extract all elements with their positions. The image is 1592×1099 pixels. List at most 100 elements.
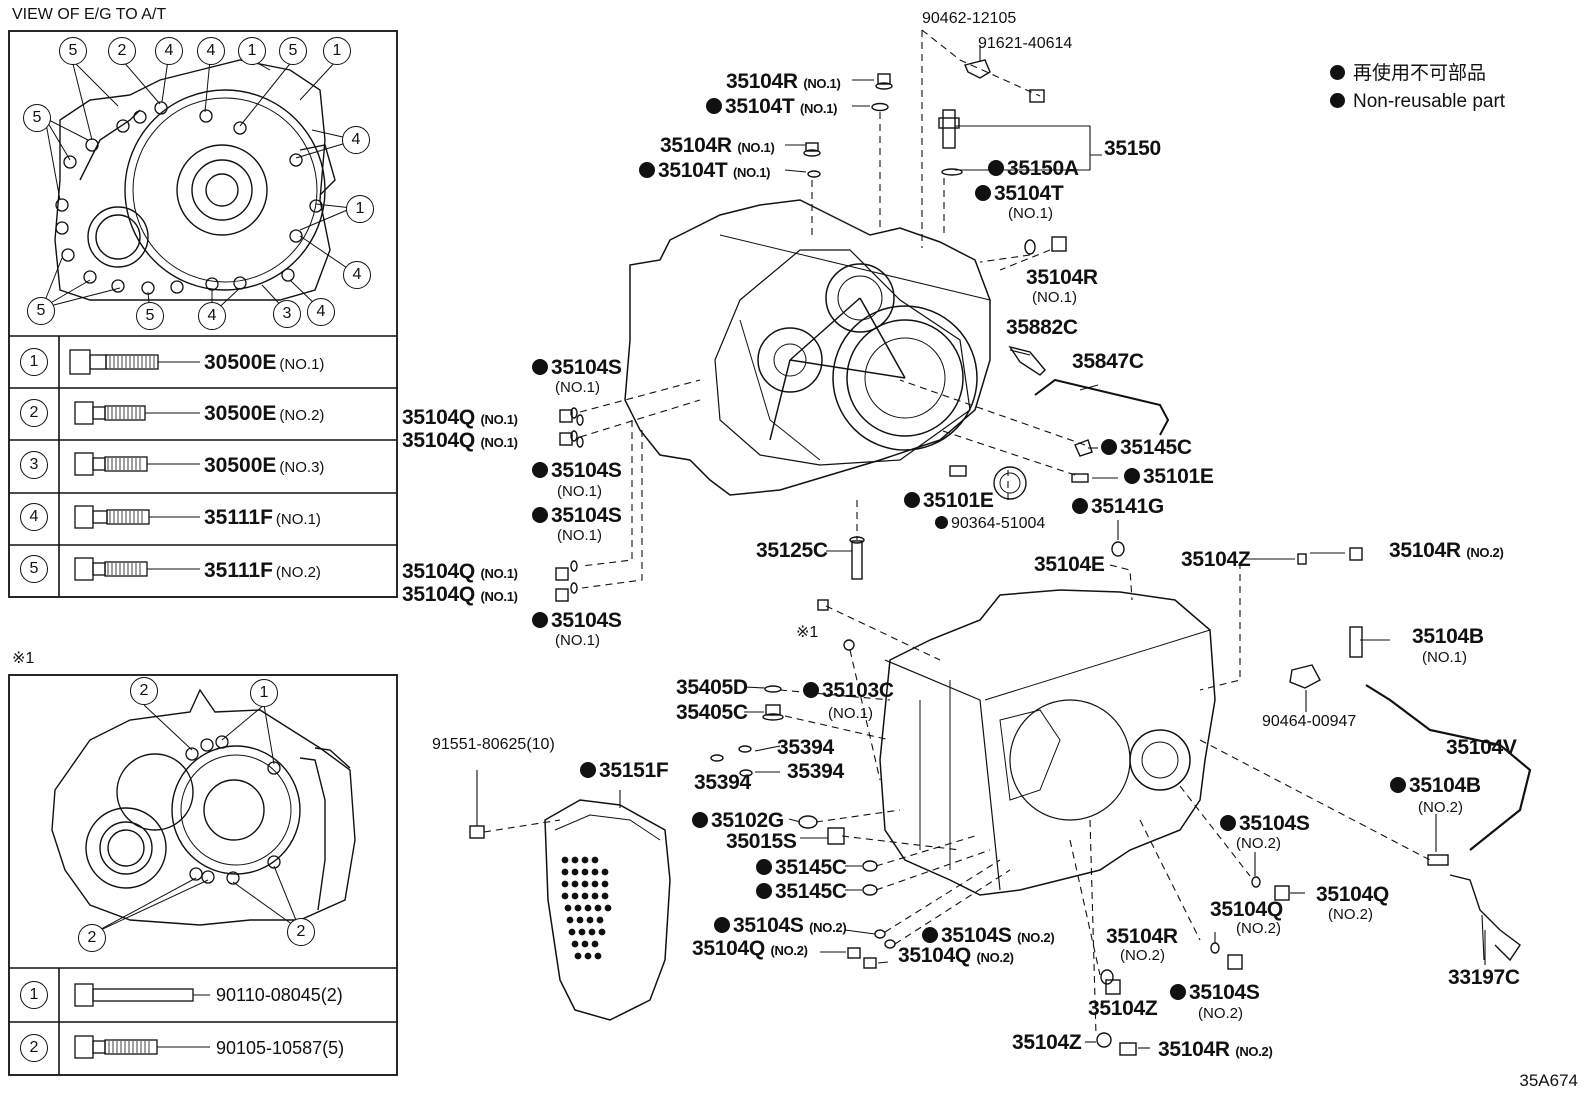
- part-label: 35015S: [726, 830, 797, 853]
- part-label: 35394: [694, 771, 751, 794]
- part-label: 90462-12105: [922, 10, 1017, 27]
- part-label: 35104Q: [1316, 883, 1389, 906]
- non-reusable-dot-icon: [1220, 815, 1236, 831]
- callout-2: 2: [287, 918, 315, 946]
- non-reusable-dot-icon: [1101, 439, 1117, 455]
- non-reusable-dot-icon: [756, 859, 772, 875]
- part-label: 35394: [777, 736, 834, 759]
- part-label: 35394: [787, 760, 844, 783]
- part-label: 35151F: [580, 760, 669, 781]
- part-label: 35104R (NO.2): [1158, 1038, 1273, 1061]
- non-reusable-dot-icon: [975, 185, 991, 201]
- non-reusable-dot-icon: [580, 762, 596, 778]
- callout-2: 2: [108, 37, 136, 65]
- ref-frame: [8, 674, 398, 1076]
- housing-view-bottom: [51, 688, 356, 926]
- part-sub-label: (NO.2): [1120, 947, 1165, 964]
- transaxle-case: [879, 589, 1216, 896]
- non-reusable-dot-icon: [692, 812, 708, 828]
- callout-1: 1: [346, 195, 374, 223]
- table-row-part: 90110-08045(2): [216, 985, 343, 1005]
- part-label: 35104Z: [1012, 1031, 1082, 1054]
- housing-view-bottom-bolts: [185, 735, 281, 885]
- non-reusable-dot-icon: [714, 917, 730, 933]
- part-label: 35104T (NO.1): [639, 160, 770, 181]
- part-label: 35141G: [1072, 496, 1164, 517]
- part-label: 91621-40614: [978, 35, 1073, 52]
- part-label: 35102G: [692, 810, 784, 831]
- non-reusable-dot-icon: [1330, 65, 1345, 80]
- callout-leaders-bottom: [91, 704, 301, 935]
- part-label: 35104E: [1034, 553, 1105, 576]
- part-sub-label: (NO.2): [1198, 1005, 1243, 1022]
- part-sub-label: (NO.1): [555, 632, 600, 649]
- part-label: 90364-51004: [935, 516, 1045, 532]
- oil-pan: [544, 799, 671, 1021]
- table-row-part: 30500E(NO.3): [204, 454, 325, 477]
- part-label: 35882C: [1006, 316, 1078, 339]
- part-label: 35104T (NO.1): [706, 96, 837, 117]
- callout-4: 4: [307, 298, 335, 326]
- callout-4: 4: [197, 37, 225, 65]
- part-label: 35104Q (NO.2): [692, 937, 808, 960]
- non-reusable-dot-icon: [532, 507, 548, 523]
- callout-1: 1: [250, 679, 278, 707]
- non-reusable-dot-icon: [756, 883, 772, 899]
- part-sub-label: (NO.1): [1008, 205, 1053, 222]
- part-label: 35104S (NO.2): [714, 915, 847, 936]
- non-reusable-dot-icon: [935, 516, 948, 529]
- table-row-num: 5: [20, 555, 48, 583]
- non-reusable-dot-icon: [532, 359, 548, 375]
- converter-housing: [624, 199, 991, 496]
- part-sub-label: (NO.1): [1032, 289, 1077, 306]
- legend: 再使用不可部品 Non-reusable part: [1330, 60, 1505, 115]
- non-reusable-dot-icon: [922, 927, 938, 943]
- table-row-num: 1: [20, 981, 48, 1009]
- part-label: 35125C: [756, 539, 828, 562]
- non-reusable-dot-icon: [532, 612, 548, 628]
- callout-leaders-top: [41, 59, 357, 315]
- part-sub-label: (NO.1): [1422, 649, 1467, 666]
- part-label: 35104Q (NO.1): [402, 429, 518, 452]
- part-sub-label: (NO.2): [1418, 799, 1463, 816]
- reference-mark: ※1: [12, 650, 35, 667]
- legend-item-jp: 再使用不可部品: [1330, 60, 1505, 88]
- reference-mark-main: ※1: [796, 624, 819, 641]
- part-sub-label: (NO.1): [828, 705, 873, 722]
- part-label: 35101E: [904, 490, 994, 511]
- part-label: 35104R: [1026, 266, 1098, 289]
- table-row-part: 30500E(NO.2): [204, 402, 325, 425]
- table-row-part: 35111F(NO.2): [204, 559, 321, 582]
- part-label: 35145C: [756, 881, 847, 902]
- table-row-num: 2: [20, 399, 48, 427]
- part-label: 35104Q: [1210, 898, 1283, 921]
- callout-2: 2: [78, 924, 106, 952]
- callout-5: 5: [27, 297, 55, 325]
- part-label: 35847C: [1072, 350, 1144, 373]
- table-row-part: 90105-10587(5): [216, 1038, 345, 1058]
- part-label: 35104B: [1390, 775, 1481, 796]
- part-label: 35104Q (NO.1): [402, 583, 518, 606]
- part-label: 35104V: [1446, 736, 1517, 759]
- table-row-num: 1: [20, 348, 48, 376]
- part-label: 35104Z: [1181, 548, 1251, 571]
- part-sub-label: (NO.1): [555, 379, 600, 396]
- non-reusable-dot-icon: [1124, 468, 1140, 484]
- view-title: VIEW OF E/G TO A/T: [12, 6, 167, 23]
- table-row-num: 2: [20, 1034, 48, 1062]
- dashed-lines: [483, 29, 1431, 1036]
- part-label: 35150A: [988, 158, 1079, 179]
- part-label: 91551-80625(10): [432, 736, 555, 753]
- callout-5: 5: [279, 37, 307, 65]
- part-sub-label: (NO.1): [557, 483, 602, 500]
- non-reusable-dot-icon: [706, 98, 722, 114]
- callout-5: 5: [23, 104, 51, 132]
- non-reusable-dot-icon: [1390, 777, 1406, 793]
- view-frame: [8, 30, 398, 598]
- housing-view-top-bolts: [55, 101, 323, 295]
- bolt-icons-bottom: [74, 983, 210, 1059]
- part-label: 35405D: [676, 676, 748, 699]
- non-reusable-dot-icon: [1330, 92, 1345, 108]
- part-label: 35104R (NO.2): [1389, 539, 1504, 562]
- non-reusable-dot-icon: [1170, 984, 1186, 1000]
